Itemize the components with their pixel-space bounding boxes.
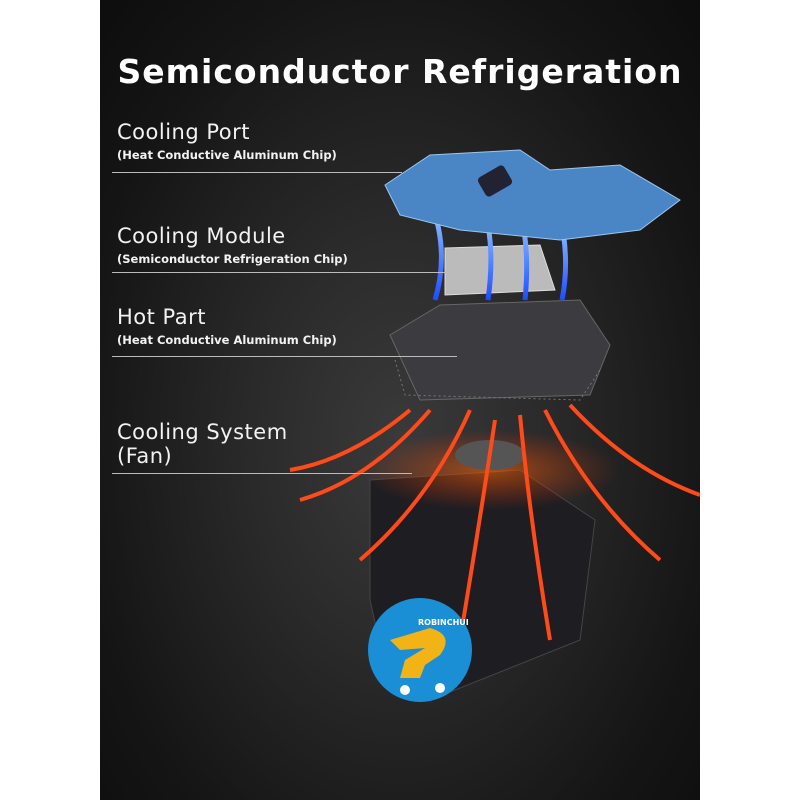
svg-text:ROBINCHUI: ROBINCHUI bbox=[418, 618, 469, 627]
divider bbox=[112, 172, 402, 173]
label-cooling-module: Cooling Module (Semiconductor Refrigerat… bbox=[117, 224, 348, 266]
label-title: Cooling Module bbox=[117, 224, 286, 248]
label-title: Cooling System bbox=[117, 420, 288, 444]
divider bbox=[112, 356, 457, 357]
label-hot-part: Hot Part (Heat Conductive Aluminum Chip) bbox=[117, 305, 337, 347]
product-diagram: ROBINCHUI Semiconductor Refrigeration Co… bbox=[100, 0, 700, 800]
cooling-port-plate bbox=[384, 149, 681, 241]
label-subtitle: (Fan) bbox=[117, 444, 173, 468]
label-subtitle: (Heat Conductive Aluminum Chip) bbox=[117, 148, 337, 162]
divider bbox=[112, 272, 457, 273]
label-cooling-system: Cooling System (Fan) bbox=[117, 420, 288, 468]
robinchui-watermark: ROBINCHUI bbox=[368, 598, 472, 702]
label-title: Cooling Port bbox=[117, 120, 250, 144]
hot-arrows bbox=[289, 403, 700, 641]
hot-part-heatsink bbox=[389, 299, 611, 401]
cooling-module-chip bbox=[444, 244, 556, 296]
page-title: Semiconductor Refrigeration bbox=[117, 52, 683, 91]
label-cooling-port: Cooling Port (Heat Conductive Aluminum C… bbox=[117, 120, 337, 162]
label-title: Hot Part bbox=[117, 305, 207, 329]
cooler-illustration: ROBINCHUI bbox=[289, 149, 700, 702]
divider bbox=[112, 473, 412, 474]
label-subtitle: (Semiconductor Refrigeration Chip) bbox=[117, 252, 348, 266]
label-subtitle: (Heat Conductive Aluminum Chip) bbox=[117, 333, 337, 347]
